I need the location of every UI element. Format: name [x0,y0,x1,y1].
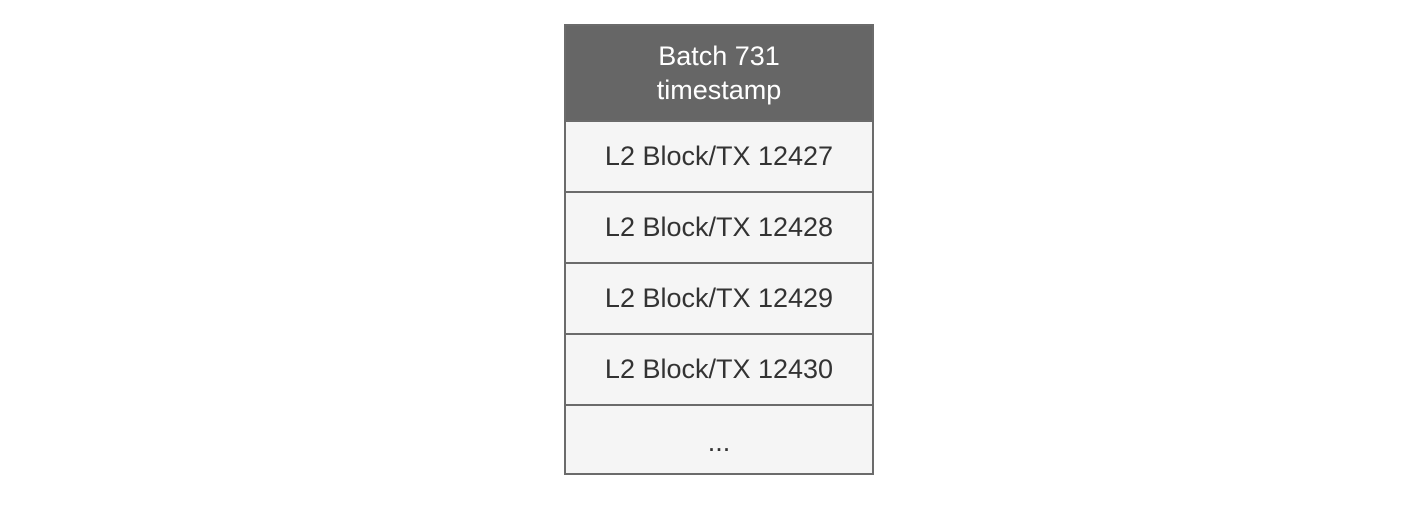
block-row-12429: L2 Block/TX 12429 [566,262,872,333]
block-row-ellipsis: ... [566,404,872,473]
batch-timestamp-label: timestamp [656,75,782,105]
block-row-12428: L2 Block/TX 12428 [566,191,872,262]
batch-stack: Batch 731 timestamp L2 Block/TX 12427 L2… [564,24,874,475]
block-row-12430: L2 Block/TX 12430 [566,333,872,404]
batch-title: Batch 731 [658,41,780,71]
block-row-12427: L2 Block/TX 12427 [566,120,872,191]
batch-header: Batch 731 timestamp [566,26,872,120]
